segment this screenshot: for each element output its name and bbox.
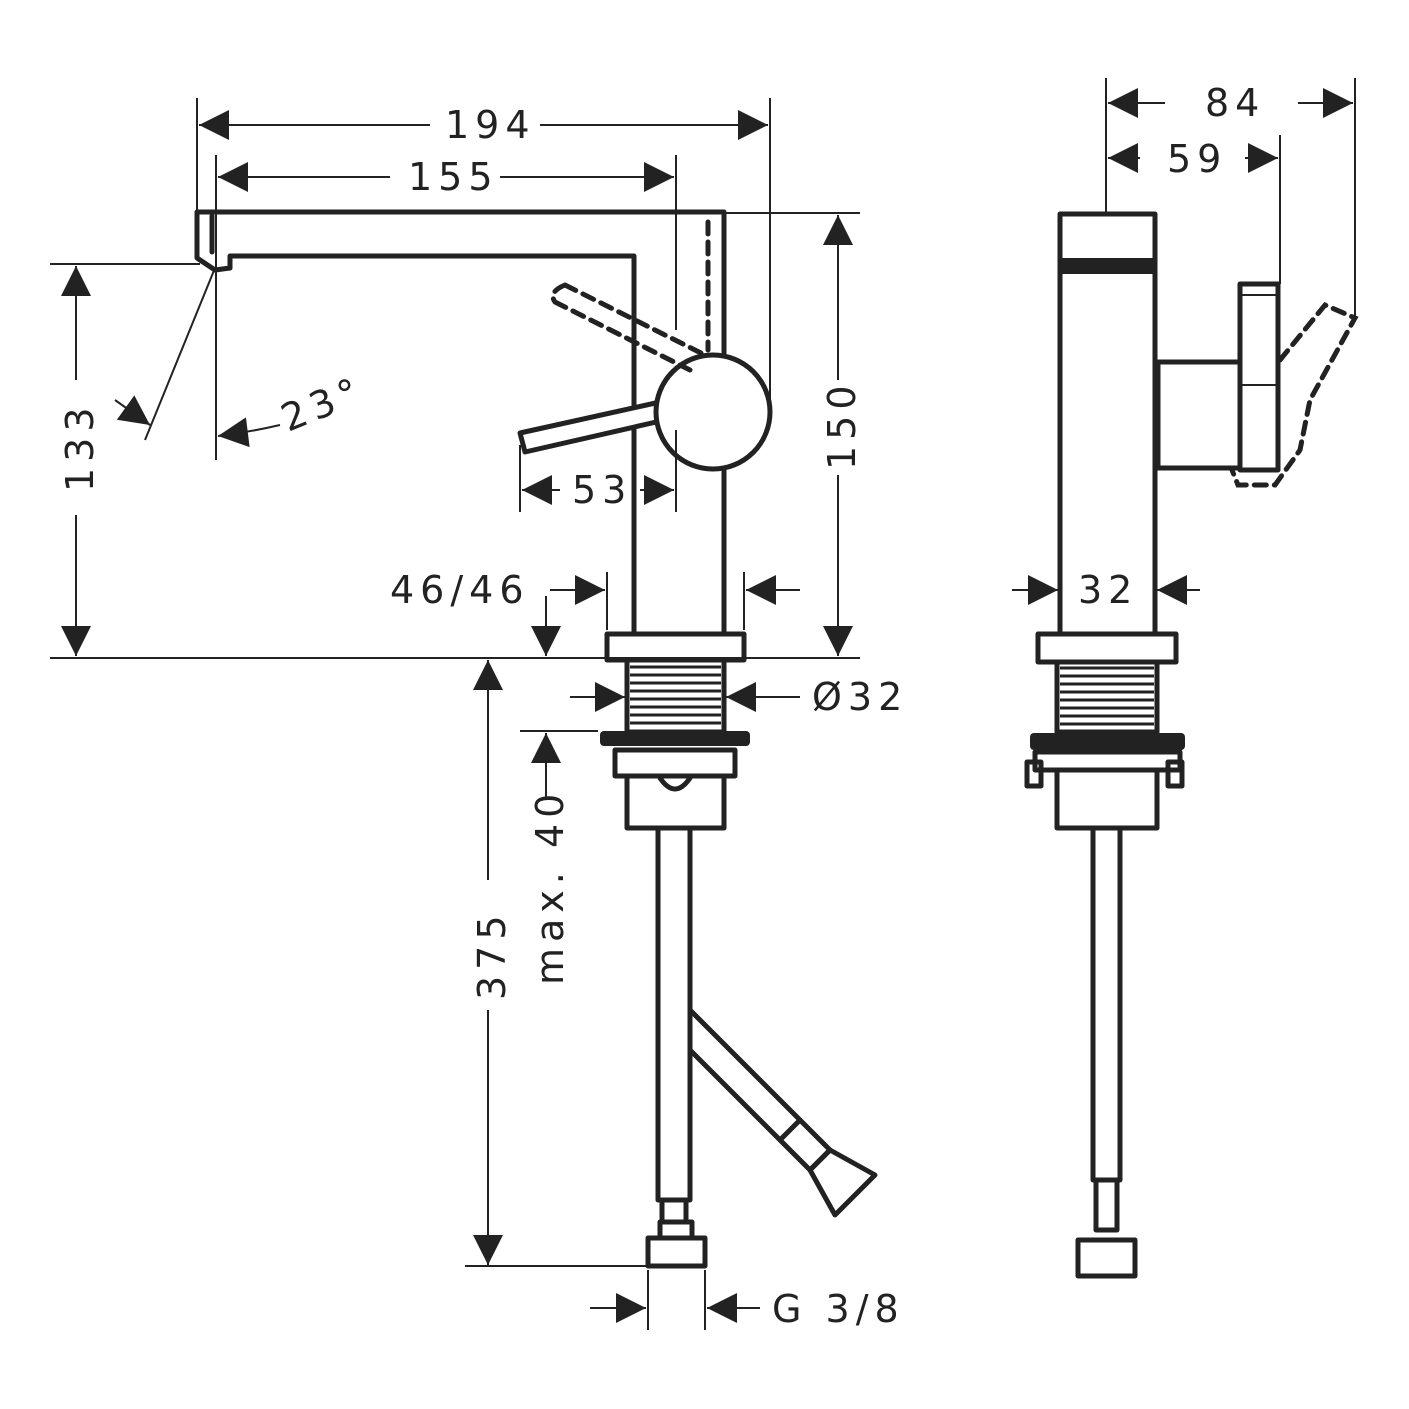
- lever-handle: [517, 282, 773, 472]
- dim-spout-angle: 23°: [275, 368, 371, 441]
- dim-thread-diameter: Ø32: [812, 675, 908, 719]
- side-dimension-lines: [1012, 78, 1356, 605]
- dim-lever-length: 53: [572, 468, 632, 512]
- dim-handle-depth: 59: [1167, 137, 1227, 181]
- dimension-lines: [50, 98, 860, 1330]
- side-hose: [1075, 825, 1138, 1279]
- front-view: 194 155 133 23° 53 150 46/46 Ø32 375 max…: [50, 98, 908, 1331]
- side-mounting-thread: [1024, 631, 1185, 831]
- side-view: 84 59 32: [1012, 78, 1359, 1279]
- dim-overall-depth: 84: [1205, 81, 1265, 125]
- side-body: [1057, 211, 1359, 637]
- supply-hoses: [645, 825, 878, 1269]
- dim-hose-length: 375: [470, 909, 514, 1000]
- mounting-thread: [600, 631, 750, 831]
- dim-spout-reach: 155: [408, 155, 499, 199]
- dim-overall-width: 194: [445, 103, 536, 147]
- dim-max-thickness: max. 40: [528, 788, 572, 985]
- dim-body-width: 32: [1078, 568, 1138, 612]
- dim-base-size: 46/46: [390, 568, 530, 612]
- dim-overall-height: 150: [820, 379, 864, 470]
- dim-spout-height: 133: [58, 401, 102, 492]
- dim-connection: G 3/8: [772, 1287, 905, 1331]
